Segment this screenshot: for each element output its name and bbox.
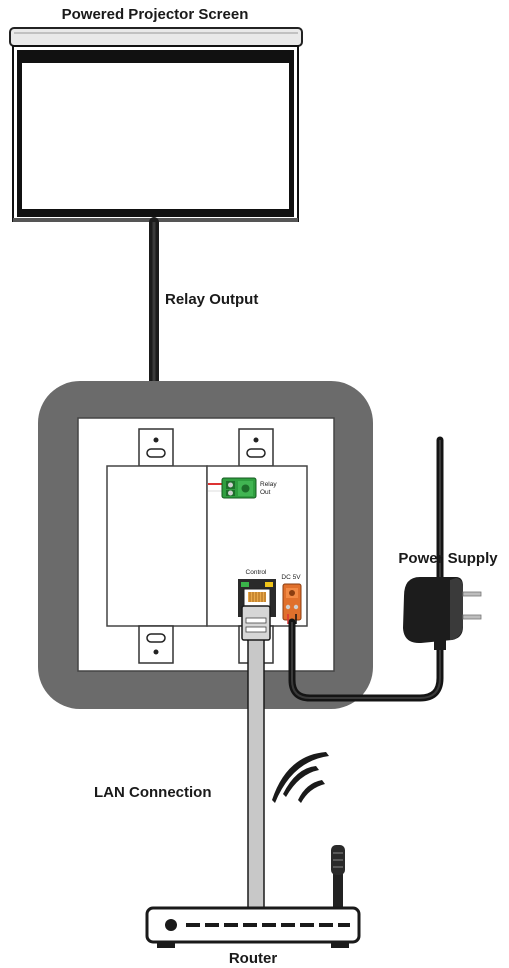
wifi-signal-icon	[272, 752, 329, 803]
projector-screen	[9, 27, 303, 222]
screen-housing	[9, 27, 303, 47]
router	[145, 906, 361, 948]
dc-5v-label: DC 5V	[281, 574, 301, 581]
power-supply-label: Power Supply	[398, 550, 498, 567]
control-port-label: Control	[246, 569, 268, 576]
relay-out-label-line2: Out	[260, 489, 271, 496]
relay-out-label-line1: Relay	[260, 481, 277, 488]
device-left-panel	[106, 465, 208, 627]
dc-5v-terminal-block	[282, 583, 302, 624]
relay-output-label: Relay Output	[165, 291, 258, 308]
projector-label: Powered Projector Screen	[62, 6, 249, 23]
lan-cable	[247, 635, 265, 909]
lan-connection-label: LAN Connection	[94, 784, 212, 801]
mounting-tab-top-right	[238, 428, 274, 467]
relay-terminal-block	[221, 477, 257, 499]
screen-surface	[22, 63, 289, 209]
mounting-tab-bottom-left	[138, 625, 174, 664]
power-supply-adapter	[403, 577, 482, 650]
router-label: Router	[229, 950, 277, 967]
mounting-tab-top-left	[138, 428, 174, 467]
rj45-plug	[241, 605, 271, 641]
router-antenna	[331, 845, 345, 910]
router-power-led	[165, 919, 177, 931]
